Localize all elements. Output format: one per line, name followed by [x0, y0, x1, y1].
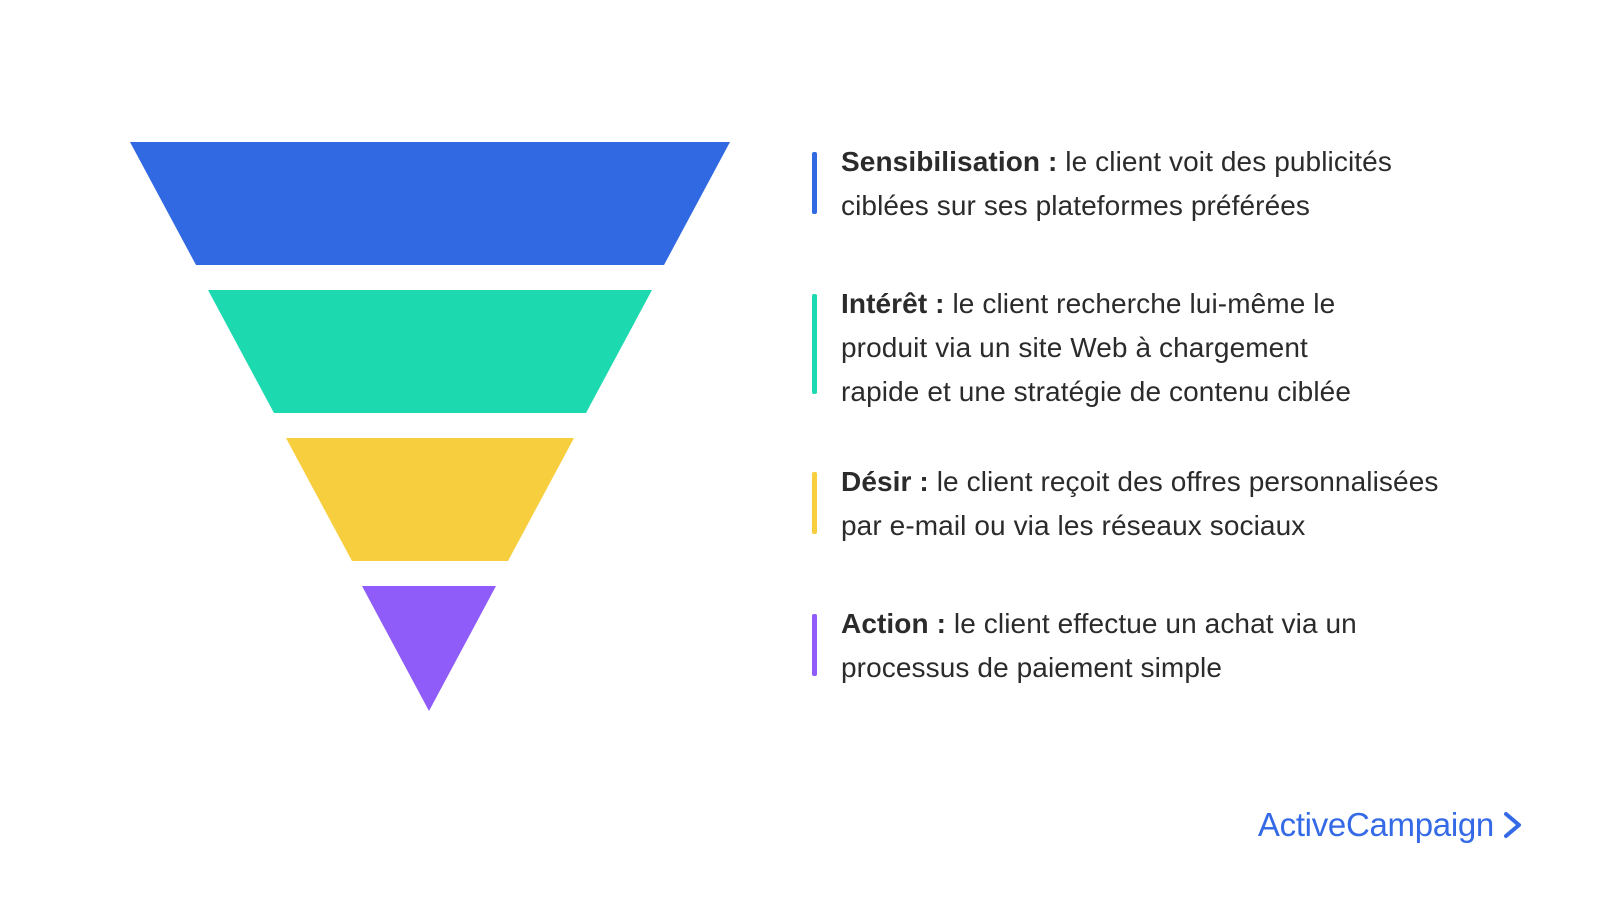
- funnel-segment-desir: [286, 438, 574, 561]
- funnel-segment-action: [362, 586, 496, 711]
- funnel-segment-sensibilisation: [130, 142, 730, 265]
- stage-line1: le client recherche lui-même le: [952, 288, 1336, 319]
- chevron-right-icon: [1502, 810, 1524, 840]
- funnel-diagram: [130, 142, 730, 711]
- stage-description-interet: Intérêt : le client recherche lui-même l…: [812, 282, 1572, 414]
- stage-description-action: Action : le client effectue un achat via…: [812, 602, 1572, 690]
- stage-line1: le client reçoit des offres personnalisé…: [936, 466, 1439, 497]
- stage-line1: le client voit des publicités: [1065, 146, 1392, 177]
- stage-text: Désir : le client reçoit des offres pers…: [841, 460, 1438, 548]
- stage-separator: :: [1040, 146, 1066, 177]
- stage-color-bar: [812, 472, 817, 534]
- stage-text: Action : le client effectue un achat via…: [841, 602, 1357, 690]
- stage-text: Sensibilisation : le client voit des pub…: [841, 140, 1392, 228]
- stage-separator: :: [927, 288, 953, 319]
- stage-separator: :: [928, 608, 954, 639]
- stage-description-sensibilisation: Sensibilisation : le client voit des pub…: [812, 140, 1572, 228]
- stage-separator: :: [911, 466, 937, 497]
- stage-color-bar: [812, 152, 817, 214]
- brand-name: ActiveCampaign: [1257, 806, 1494, 843]
- brand-logo: ActiveCampaign: [1258, 806, 1524, 844]
- stage-line2: processus de paiement simple: [841, 652, 1222, 683]
- stage-line2: produit via un site Web à chargement: [841, 332, 1308, 363]
- stage-color-bar: [812, 614, 817, 676]
- stage-color-bar: [812, 294, 817, 394]
- stage-name: Action: [841, 608, 929, 639]
- stage-line2: ciblées sur ses plateformes préférées: [841, 190, 1311, 221]
- stage-description-desir: Désir : le client reçoit des offres pers…: [812, 460, 1572, 548]
- stage-line1: le client effectue un achat via un: [953, 608, 1357, 639]
- stage-name: Intérêt: [841, 288, 928, 319]
- stage-line3: rapide et une stratégie de contenu ciblé…: [841, 376, 1352, 407]
- stage-text: Intérêt : le client recherche lui-même l…: [841, 282, 1351, 414]
- stage-line2: par e-mail ou via les réseaux sociaux: [841, 510, 1306, 541]
- stage-name: Désir: [841, 466, 912, 497]
- funnel-segment-interet: [208, 290, 652, 413]
- stage-name: Sensibilisation: [841, 146, 1041, 177]
